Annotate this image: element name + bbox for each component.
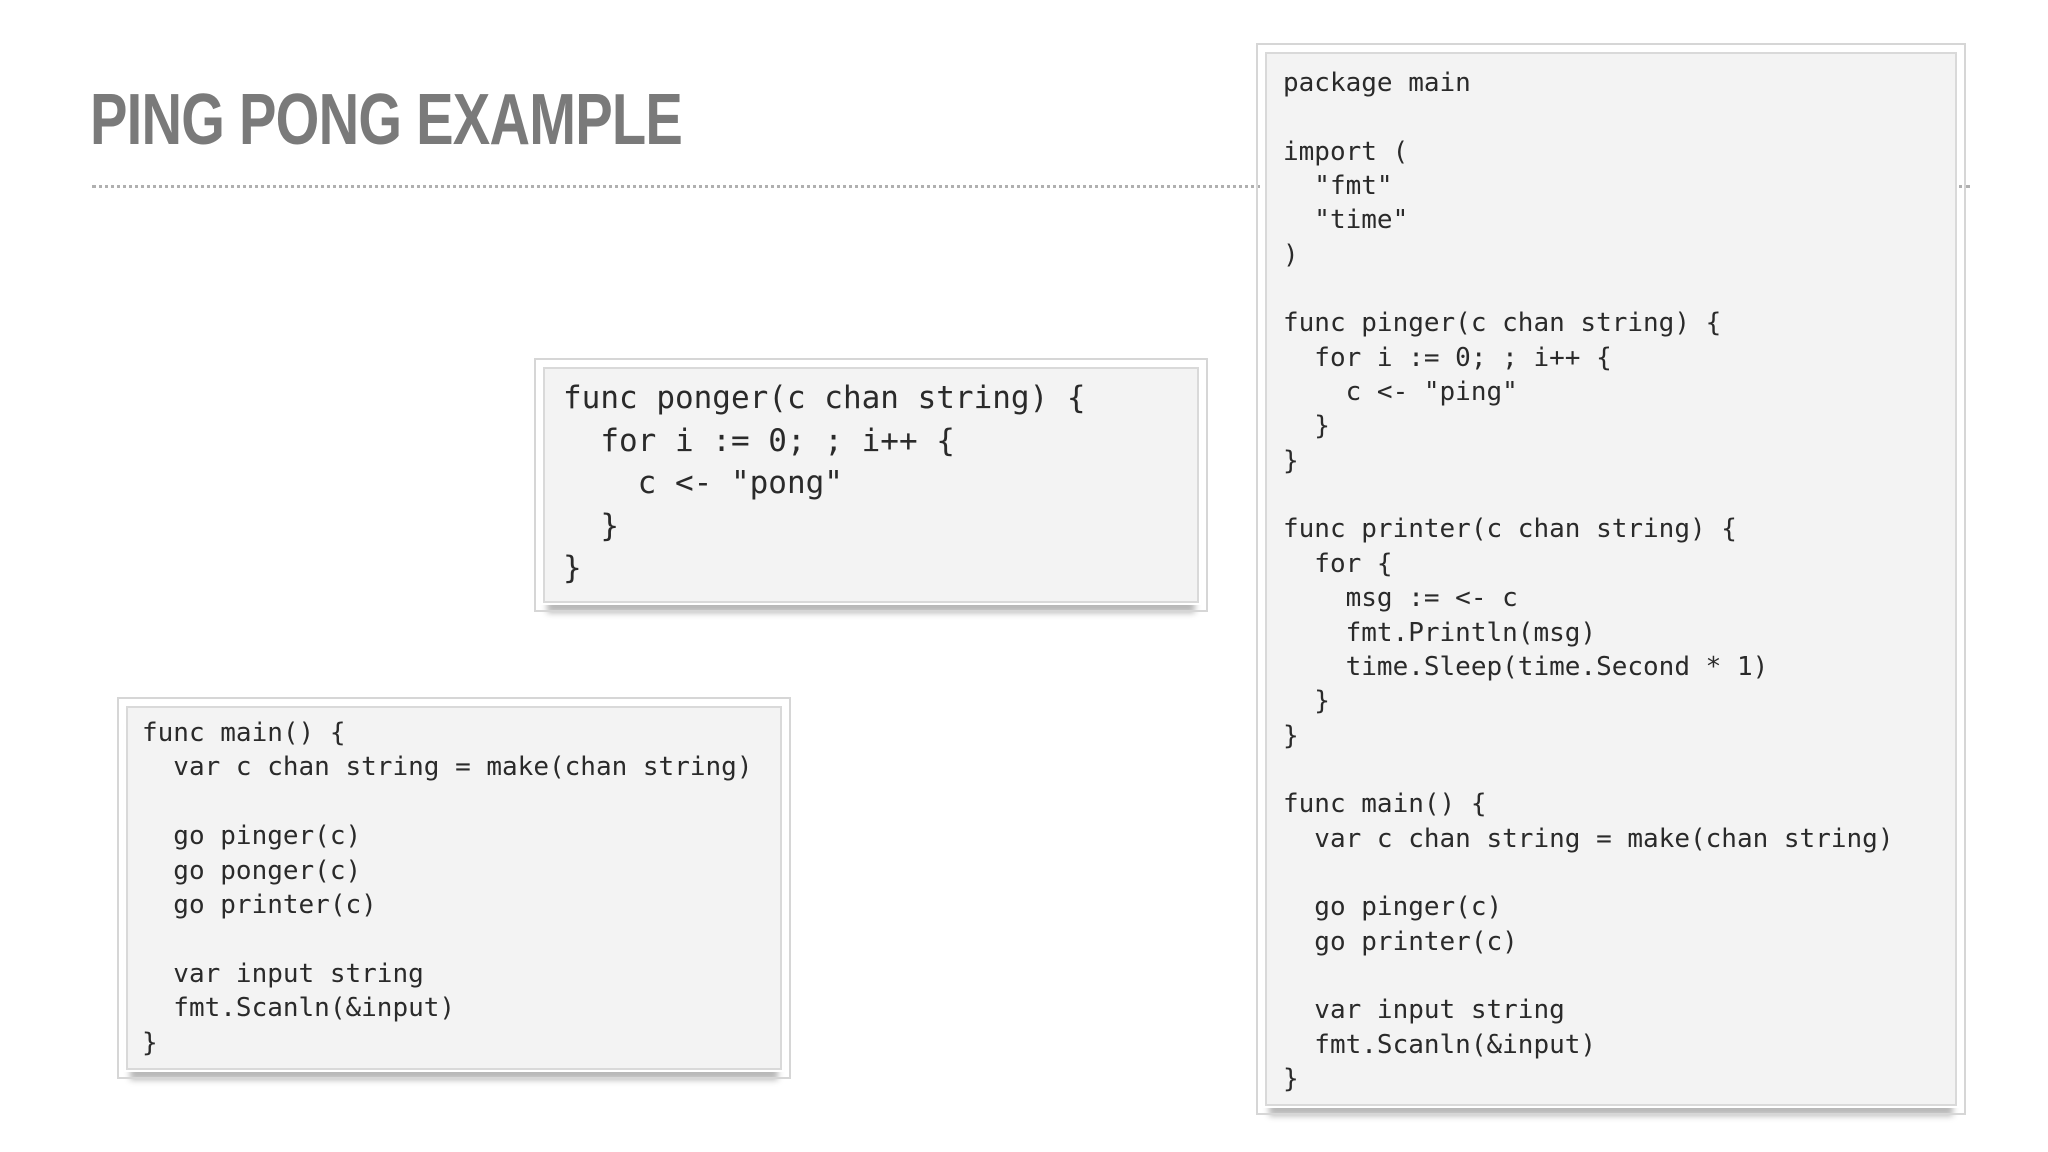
code-card-frame [1265,52,1957,1106]
code-line: var input string [142,958,424,989]
code-line [142,785,752,819]
code-line: time.Sleep(time.Second * 1) [1283,651,1769,682]
code-line: func printer(c chan string) { [1283,514,1737,545]
code-line: c <- "ping" [1283,377,1518,408]
code-card-main: func main() { var c chan string = make(c… [117,697,791,1079]
code-line: go printer(c) [1283,926,1518,957]
code-line: } [1283,411,1330,442]
code-line: } [1283,720,1299,751]
code-line: } [563,550,582,586]
code-line: var c chan string = make(chan string) [142,752,753,783]
code-line: func ponger(c chan string) { [563,380,1086,416]
code-line: c <- "pong" [563,465,843,501]
code-line: ) [1283,239,1299,270]
code-line: } [563,507,619,544]
code-line [1283,478,1893,512]
code-line: go pinger(c) [142,821,362,852]
code-line: for { [1283,548,1393,579]
code-line: "fmt" [1283,171,1393,202]
code-line: } [1283,686,1330,717]
code-line: msg := <- c [1283,583,1518,614]
code-block-main: func main() { var c chan string = make(c… [142,716,752,1060]
code-line: func main() { [142,718,346,748]
code-line: fmt.Scanln(&input) [142,993,456,1024]
code-line: } [1283,1063,1299,1094]
code-line: package main [1283,68,1471,98]
title-divider [92,185,1970,188]
code-line: } [1283,445,1299,476]
code-line: func main() { [1283,789,1487,820]
code-line: var c chan string = make(chan string) [1283,823,1894,854]
code-card-full-program: package main import ( "fmt" "time") func… [1256,43,1966,1115]
code-line: go pinger(c) [1283,892,1503,923]
code-line: } [142,1027,158,1058]
code-line [142,922,752,956]
code-block-ponger: func ponger(c chan string) { for i := 0;… [563,377,1086,590]
code-line: fmt.Scanln(&input) [1283,1029,1597,1060]
code-line: go printer(c) [142,890,377,921]
code-line: for i := 0; ; i++ { [1283,342,1612,373]
code-line [1283,856,1893,890]
code-line: go ponger(c) [142,855,362,886]
code-line [1283,753,1893,787]
code-line: "time" [1283,205,1409,236]
code-line: func pinger(c chan string) { [1283,308,1722,339]
code-line: fmt.Println(msg) [1283,617,1597,648]
code-card-ponger: func ponger(c chan string) { for i := 0;… [534,358,1208,612]
code-card-frame [126,706,782,1070]
code-line [1283,959,1893,993]
code-line: import ( [1283,136,1409,167]
code-line: var input string [1283,995,1565,1026]
code-line [1283,100,1893,134]
code-line: for i := 0; ; i++ { [563,422,955,459]
code-block-full-program: package main import ( "fmt" "time") func… [1283,66,1893,1096]
code-line [1283,272,1893,306]
slide-title: PING PONG EXAMPLE [90,80,683,160]
code-card-frame [543,367,1199,603]
